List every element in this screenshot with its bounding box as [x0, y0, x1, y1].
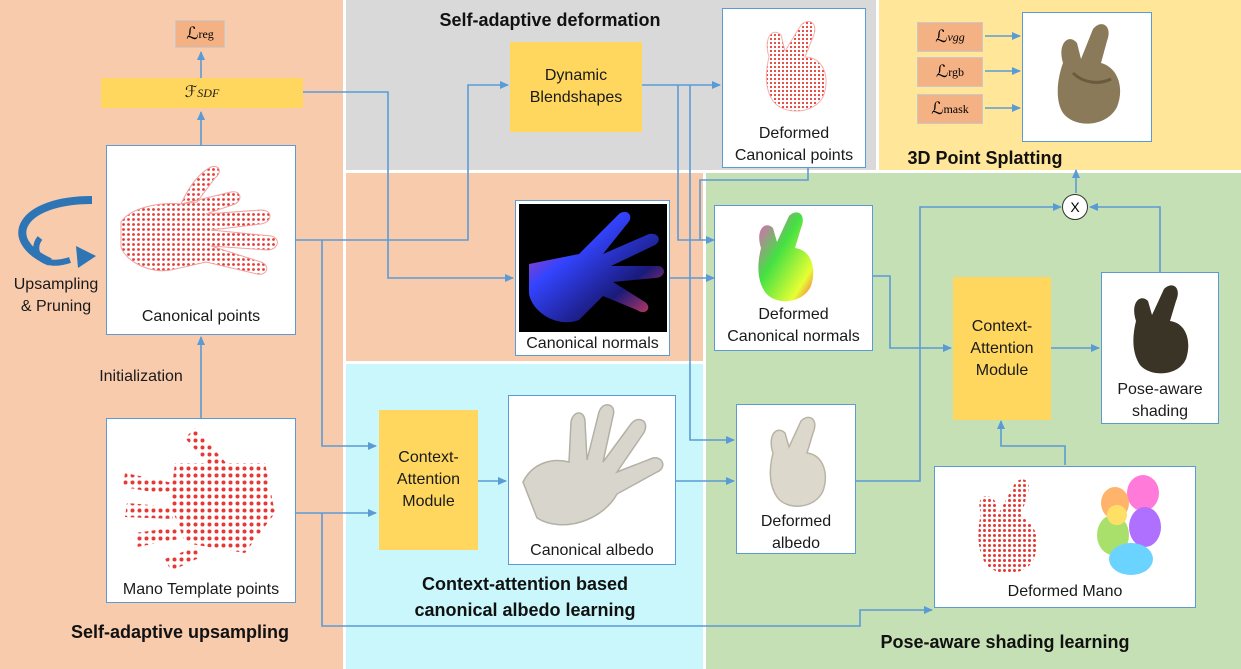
mano-template-box: Mano Template points — [106, 418, 296, 603]
loss-reg-symbol: ℒ — [186, 24, 199, 43]
f-sdf-sub: SDF — [197, 86, 220, 100]
deformed-albedo-hand — [757, 413, 837, 513]
canonical-albedo-box: Canonical albedo — [508, 395, 676, 565]
dynamic-blendshapes-module: Dynamic Blendshapes — [510, 42, 642, 132]
deformed-canonical-label-1: Deformed — [758, 125, 830, 142]
albedo-title-1: Context-attention based — [421, 574, 628, 594]
deformed-canonical-points-box: Deformed Canonical points — [722, 8, 866, 168]
f-sdf-symbol: ℱ — [184, 84, 198, 101]
cam-line2: Attention — [396, 471, 461, 488]
mano-template-label: Mano Template points — [122, 581, 280, 598]
cam2-line3: Module — [975, 361, 1029, 379]
region-border-white-3 — [703, 172, 706, 669]
canonical-points-hand — [120, 165, 278, 275]
initialization-label: Initialization — [99, 368, 183, 385]
loss-mask-symbol: ℒ — [931, 99, 944, 118]
loss-rgb-symbol: ℒ — [935, 62, 949, 81]
deformed-mano-box: Deformed Mano — [934, 466, 1196, 608]
deformed-mano-points — [967, 473, 1053, 581]
loss-vgg-symbol: ℒ — [935, 27, 948, 46]
loss-rgb-sub: rgb — [948, 64, 965, 79]
mano-template-hand — [123, 428, 275, 571]
deformed-normals-hand — [747, 210, 821, 308]
deformed-normals-label-1: Deformed — [758, 306, 829, 323]
canonical-points-label: Canonical points — [141, 308, 261, 325]
loss-reg-sub: reg — [198, 26, 214, 41]
upsampling-title: Self-adaptive upsampling — [70, 622, 290, 642]
canonical-points-box: Canonical points — [106, 145, 296, 335]
deformed-albedo-label-2: albedo — [771, 535, 821, 552]
multiply-label: X — [1070, 199, 1080, 215]
context-attention-module-shading: Context- Attention Module — [953, 277, 1051, 420]
cam-line1: Context- — [398, 449, 459, 466]
splatting-result-box — [1022, 12, 1152, 142]
region-border-white-2 — [876, 0, 879, 172]
deformed-normals-box: Deformed Canonical normals — [714, 205, 873, 351]
region-border-white — [343, 0, 346, 669]
deformation-title: Self-adaptive deformation — [439, 10, 661, 30]
splatting-title: 3D Point Splatting — [907, 148, 1063, 168]
loss-vgg-sub: vgg — [947, 29, 965, 44]
canonical-normals-box: Canonical normals — [515, 200, 670, 356]
canonical-albedo-label: Canonical albedo — [530, 542, 654, 559]
loss-mask-sub: mask — [943, 101, 969, 116]
deformed-canonical-hand — [765, 21, 827, 112]
shading-title: Pose-aware shading learning — [880, 632, 1130, 652]
deformed-albedo-box: Deformed albedo — [736, 404, 856, 554]
deformed-canonical-label-2: Canonical points — [734, 147, 854, 164]
pose-shading-hand — [1122, 279, 1200, 379]
upsampling-label-2: & Pruning — [20, 298, 92, 315]
cam-line3: Module — [402, 493, 455, 510]
pose-shading-label-1: Pose-aware — [1117, 381, 1203, 398]
blendshapes-line1: Dynamic — [544, 67, 608, 84]
cam2-line2: Attention — [970, 339, 1034, 357]
albedo-title-2: canonical albedo learning — [414, 600, 636, 620]
deformed-mano-segments — [1091, 473, 1167, 581]
region-border-white-5 — [345, 361, 705, 364]
splatting-hand — [1033, 13, 1143, 141]
upsampling-label-1: Upsampling — [13, 276, 99, 293]
deformed-albedo-label-1: Deformed — [760, 513, 832, 530]
canonical-normals-label: Canonical normals — [526, 335, 659, 352]
pose-shading-label-2: shading — [1131, 403, 1189, 420]
deformed-normals-label-2: Canonical normals — [727, 328, 860, 345]
canonical-albedo-hand — [513, 402, 673, 538]
multiply-node: X — [1062, 194, 1088, 220]
cam2-line1: Context- — [971, 317, 1033, 335]
deformed-mano-label: Deformed Mano — [1007, 583, 1123, 600]
blendshapes-line2: Blendshapes — [529, 89, 623, 106]
region-border-white-4 — [345, 170, 1241, 173]
upsampling-loop-arrow — [18, 196, 96, 268]
canonical-normals-hand — [519, 204, 667, 332]
pose-shading-box: Pose-aware shading — [1101, 272, 1219, 424]
context-attention-module-albedo: Context- Attention Module — [379, 410, 478, 550]
